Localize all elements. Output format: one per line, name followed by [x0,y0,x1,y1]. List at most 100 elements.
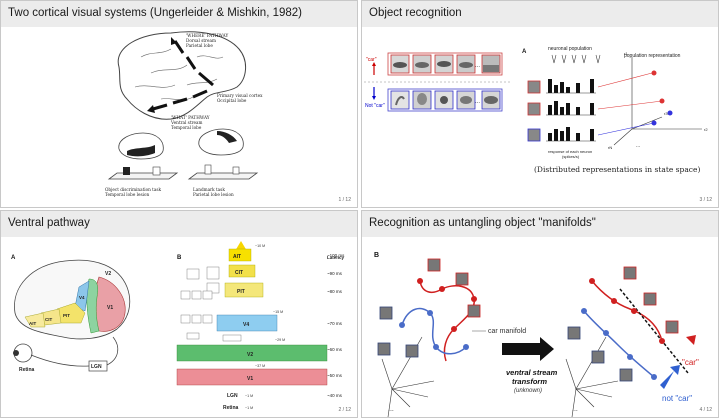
subregion-boxes [180,266,242,342]
transform-sub: (unknown) [514,388,542,394]
v1-label-2: Occipital lobe [217,98,247,103]
area-ait [24,312,46,328]
axis-ellipsis: ... [636,143,640,149]
transform-arrow [502,337,554,361]
bar-v2: V2 [247,352,253,358]
slide-header: Two cortical visual systems (Ungerleider… [1,1,357,27]
task-board-right [187,172,259,180]
right-notcar-thumbs [567,326,633,382]
bar-v4: V4 [243,322,249,328]
response-rows [527,79,596,142]
lgn-label: LGN [91,364,102,370]
brain-outline [117,31,246,120]
decision-boundary [619,288,689,374]
where-label-2: Dorsal stream [186,38,216,43]
count-v1: ~37 M [255,364,265,368]
slide-header: Object recognition [362,1,718,27]
right-dots: ... [572,406,578,413]
brain-sulci [134,48,224,101]
count-rgc: ~1 M [245,406,253,410]
right-car-thumbs [623,266,679,334]
count-v2: ~29 M [275,338,285,342]
label-cit: CIT [45,317,53,322]
slide-2[interactable]: Object recognition ... "car" [361,0,719,208]
count-lgn: ~1 M [245,394,253,398]
slide-header: Ventral pathway [1,211,357,237]
left-points [399,278,477,350]
lesion-brain-right [198,128,244,156]
slide-title: Two cortical visual systems (Ungerleider… [8,7,302,19]
v1-label-1: Primary visual cortex [217,93,263,98]
bar-v1: V1 [247,376,253,382]
axis-r2: r2 [704,127,708,132]
label-v2: V2 [105,271,111,277]
notcar-manifold-curve [401,307,467,355]
where-label-3: Parietal lobe [186,43,213,48]
left-car-thumbs [427,258,481,318]
state-space-caption: (Distributed representations in state sp… [534,165,700,174]
latency-80: ~80 ms [327,289,343,294]
state-space-axes [613,57,702,146]
transform-title-1: ventral stream [506,368,558,377]
area-v2 [86,278,100,334]
spikes-label: (spikes/s) [562,154,580,159]
neuronal-population-label: neuronal population [548,46,592,52]
notcar-images [390,90,501,110]
notcar-label: Not "car" [365,103,385,109]
car-untangled-curve [591,280,663,342]
left-dots: ... [388,406,394,413]
slide-4[interactable]: Recognition as untangling object "manifo… [361,210,719,418]
slide-title: Ventral pathway [8,217,90,229]
panel-a-label: A [522,49,527,55]
bar-pit: PIT [237,289,245,295]
task-left-1: Object discrimination task [105,187,162,192]
state-space-points [597,70,673,136]
untangling-figure: B car manifol [374,252,699,417]
bar-cit: CIT [235,270,243,276]
notcar-untangled-curve [583,310,655,378]
hierarchy-bars [176,241,328,386]
notcar-ellipsis: ... [475,99,480,105]
label-v1: V1 [107,305,113,311]
label-v4: V4 [79,295,85,300]
slide-title: Object recognition [369,7,462,19]
bar-lgn: LGN [227,393,238,399]
car-ellipsis: ... [475,63,480,69]
car-label: "car" [366,57,377,63]
latency-100: ~100 ms [327,253,345,258]
population-representation-label: population representation [624,53,681,59]
page-number: 2 / 12 [338,407,351,413]
where-label-1: 'WHERE' PATHWAY [186,33,228,38]
car-label: "car" [682,358,699,367]
latency-60: ~60 ms [327,347,343,352]
right-points [581,278,665,380]
panel-b-label: B [374,252,379,259]
bar-retina: Retina [223,405,239,411]
object-recognition-figure: ... "car" ... Not "car" [364,46,708,174]
slide-3[interactable]: Ventral pathway A V1 V2 V4 PIT CIT AIT L… [0,210,358,418]
page-number: 4 / 12 [699,407,712,413]
response-label: response of each neuron [548,149,592,154]
task-left-2: Temporal lobe lesion [105,192,149,197]
label-pit: PIT [63,313,70,318]
car-images [390,54,501,74]
task-right-1: Landmark task [193,187,225,192]
latency-90: ~90 ms [327,271,343,276]
what-label-1: 'WHAT' PATHWAY [171,115,210,120]
count-it: ~10 M [255,244,265,248]
what-label-2: Ventral stream [170,120,202,125]
retina-label: Retina [19,367,35,373]
page-number: 1 / 12 [338,197,351,203]
notcar-arrow [660,365,680,389]
task-right-2: Parietal lobe lesion [193,192,234,197]
right-axes [565,336,619,417]
count-v4: ~15 M [273,310,283,314]
slide-1[interactable]: Two cortical visual systems (Ungerleider… [0,0,358,208]
latency-70: ~70 ms [327,321,343,326]
latency-labels: ~100 ms ~90 ms ~80 ms ~70 ms ~60 ms ~50 … [327,253,345,398]
what-label-3: Temporal lobe [171,125,202,130]
car-manifold-label: car manifold [488,328,526,335]
panel-b-label: B [177,255,182,261]
latency-40: ~40 ms [327,393,343,398]
